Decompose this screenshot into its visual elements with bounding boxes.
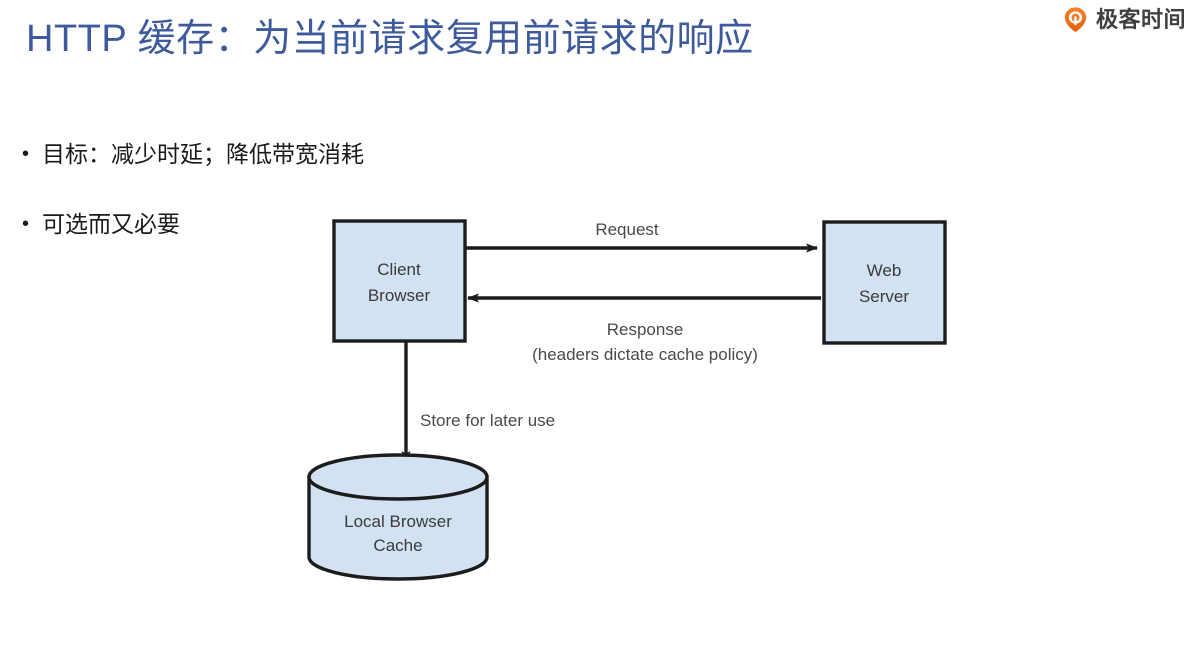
web-server-label-line1: Web [867,261,902,280]
store-edge-label: Store for later use [420,411,555,430]
page-title: HTTP 缓存：为当前请求复用前请求的响应 [26,18,754,60]
list-item: • 可选而又必要 [22,207,542,241]
bullet-marker-icon: • [22,143,30,165]
bullet-marker-icon: • [22,213,30,235]
request-edge-label: Request [595,220,659,239]
list-item: • 目标：减少时延；降低带宽消耗 [22,137,542,171]
web-server-label-line2: Server [859,287,909,306]
geektime-pin-icon [1064,7,1087,32]
cache-label-line2: Cache [373,536,422,555]
bullet-text: 目标：减少时延；降低带宽消耗 [42,141,364,167]
bullet-text: 可选而又必要 [42,211,180,237]
response-edge: Response (headers dictate cache policy) [467,293,821,364]
client-browser-label-line2: Browser [368,286,431,305]
brand-logo: 极客时间 [1062,6,1186,33]
node-web-server: Web Server [822,220,947,345]
brand-name: 极客时间 [1095,7,1186,32]
client-browser-label-line1: Client [377,260,421,279]
cache-label-line1: Local Browser [344,512,452,531]
http-cache-diagram: Request Response (headers dictate cache … [290,200,990,600]
node-local-browser-cache: Local Browser Cache [307,453,489,581]
response-edge-label-line2: (headers dictate cache policy) [532,345,758,364]
request-edge: Request [464,220,818,253]
node-client-browser: Client Browser [332,219,467,343]
bullet-list: • 目标：减少时延；降低带宽消耗 • 可选而又必要 [22,137,542,277]
store-edge: Store for later use [401,342,555,463]
response-edge-label-line1: Response [607,320,684,339]
